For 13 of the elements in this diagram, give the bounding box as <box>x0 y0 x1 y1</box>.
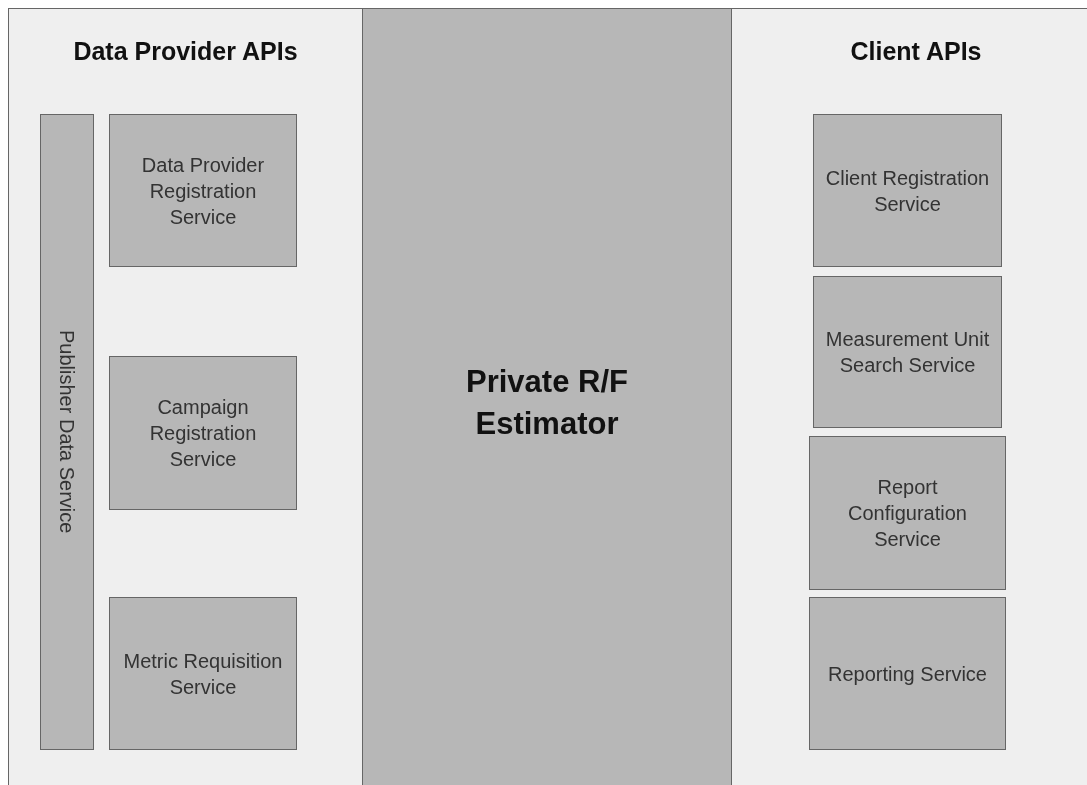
api-panel <box>731 8 1087 785</box>
service-box: Measurement Unit Search Service <box>813 276 1002 428</box>
service-box: Metric Requisition Service <box>109 597 297 750</box>
panel-title: Data Provider APIs <box>72 37 299 66</box>
service-box: Campaign Registration Service <box>109 356 297 510</box>
service-box: Report Configuration Service <box>809 436 1006 590</box>
estimator-panel: Private R/F Estimator <box>362 8 732 785</box>
service-box: Client Registration Service <box>813 114 1002 267</box>
service-bar: Publisher Data Service <box>40 114 94 750</box>
panel-title: Client APIs <box>849 37 983 66</box>
service-box: Reporting Service <box>809 597 1006 750</box>
service-box: Data Provider Registration Service <box>109 114 297 267</box>
api-panel <box>8 8 363 785</box>
